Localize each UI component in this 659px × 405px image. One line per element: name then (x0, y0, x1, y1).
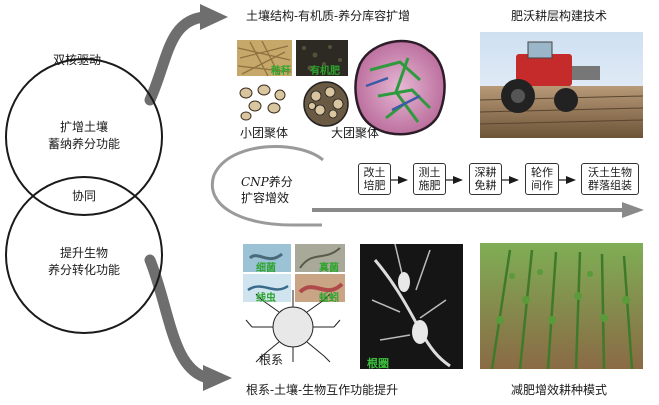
root-system-label: 根系 (259, 353, 284, 367)
synergy-label: 协同 (71, 189, 96, 203)
step-arrows (398, 176, 576, 184)
step-box-3: 深耕 免耕 (469, 163, 502, 195)
step-3-line1: 深耕 (474, 166, 497, 179)
middle-flow-arrow (312, 202, 644, 218)
crop-field-photo (480, 243, 643, 370)
small-aggregate-label: 小团聚体 (240, 126, 289, 140)
step-2-line1: 测土 (418, 166, 441, 179)
step-3-line2: 免耕 (474, 179, 497, 192)
root-system-drawing (245, 290, 341, 363)
step-4-line1: 轮作 (531, 166, 553, 179)
bio-transform-label-2: 养分转化功能 (47, 263, 120, 277)
rhizosphere-micrograph (360, 243, 463, 369)
step-5-line2: 群落组装 (588, 179, 632, 192)
bottom-heading: 根系-土壤-生物互作功能提升 (246, 383, 399, 397)
fungi-label: 真菌 (319, 263, 339, 274)
cnp-label-line2: 扩容增效 (241, 191, 290, 205)
step-box-1: 改土 培肥 (358, 163, 391, 195)
aggregate-micrograph (354, 39, 446, 136)
large-aggregate-label: 大团聚体 (331, 126, 380, 140)
circle-bottom (5, 176, 163, 334)
circle-top (5, 58, 163, 216)
step-5-line1: 沃土生物 (588, 166, 632, 179)
cnp-label-line1: CNP养分 (241, 175, 293, 189)
lower-flow-arrow (144, 254, 232, 391)
nematode-label: 线虫 (256, 293, 276, 304)
tractor-photo (479, 32, 644, 138)
manure-label: 有机肥 (310, 66, 340, 77)
manure-photo (296, 40, 348, 76)
step-1-line1: 改土 (363, 166, 386, 179)
step-box-5: 沃土生物 群落组装 (581, 163, 639, 195)
microbe-photos (243, 244, 345, 302)
expand-storage-label-2: 蓄纳养分功能 (47, 137, 120, 151)
straw-photo (237, 40, 292, 77)
reduced-fertilizer-heading: 减肥增效耕种模式 (511, 383, 608, 397)
earthworm-label: 蚯蚓 (319, 293, 339, 304)
step-2-line2: 施肥 (418, 179, 441, 192)
large-aggregate-cluster (303, 81, 349, 127)
step-4-line2: 间作 (531, 179, 553, 192)
step-box-2: 测土 施肥 (413, 163, 446, 195)
dual-core-title: 双核驱动 (53, 53, 102, 67)
fertile-layer-heading: 肥沃耕层构建技术 (511, 9, 608, 23)
bacteria-label: 细菌 (256, 263, 276, 274)
bio-transform-label-1: 提升生物 (59, 246, 108, 260)
cnp-suffix: 养分 (268, 175, 293, 189)
cnp-bracket (210, 145, 324, 227)
upper-flow-arrow (144, 4, 228, 106)
step-box-4: 轮作 间作 (525, 163, 559, 195)
expand-storage-label-1: 扩增土壤 (59, 120, 108, 134)
straw-label: 秸秆 (271, 66, 291, 77)
step-1-line2: 培肥 (363, 179, 386, 192)
cnp-prefix: CNP (241, 175, 269, 189)
rhizosphere-label: 根圈 (367, 357, 389, 370)
small-aggregates (239, 84, 286, 121)
top-heading: 土壤结构-有机质-养分库容扩增 (246, 9, 411, 23)
